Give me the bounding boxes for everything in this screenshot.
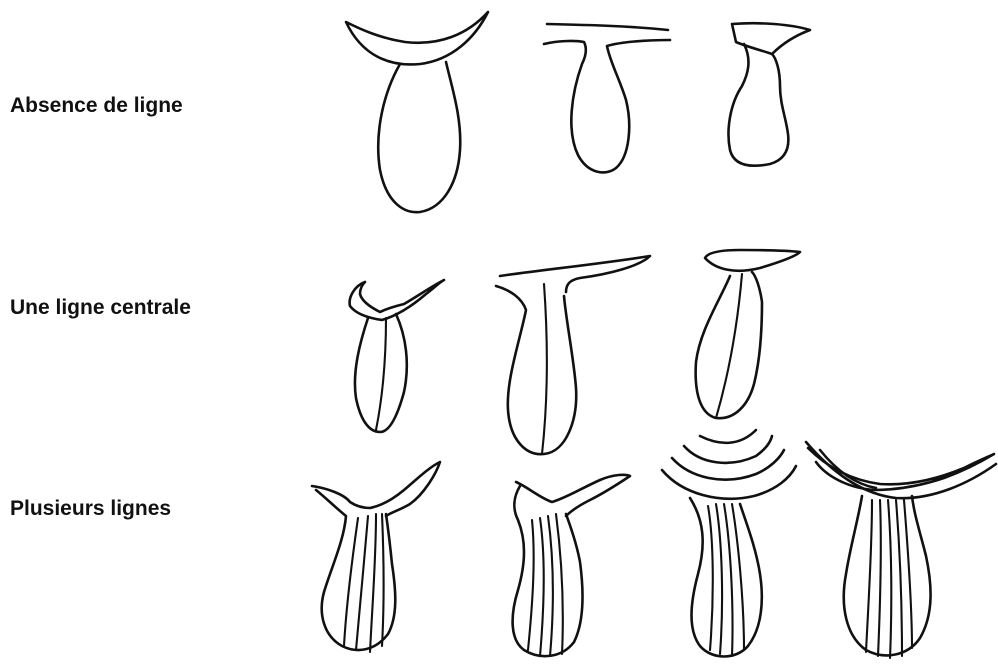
shape-several-lines-1 [312,462,440,652]
shape-central-line-3 [696,250,800,418]
shape-no-line-2 [544,24,670,172]
shape-several-lines-3 [662,430,796,657]
shape-several-lines-4 [806,442,996,658]
shape-no-line-1 [346,12,488,212]
shape-central-line-1 [350,280,444,432]
shape-no-line-3 [729,23,811,166]
shape-central-line-2 [496,256,650,454]
shape-several-lines-2 [513,475,630,656]
